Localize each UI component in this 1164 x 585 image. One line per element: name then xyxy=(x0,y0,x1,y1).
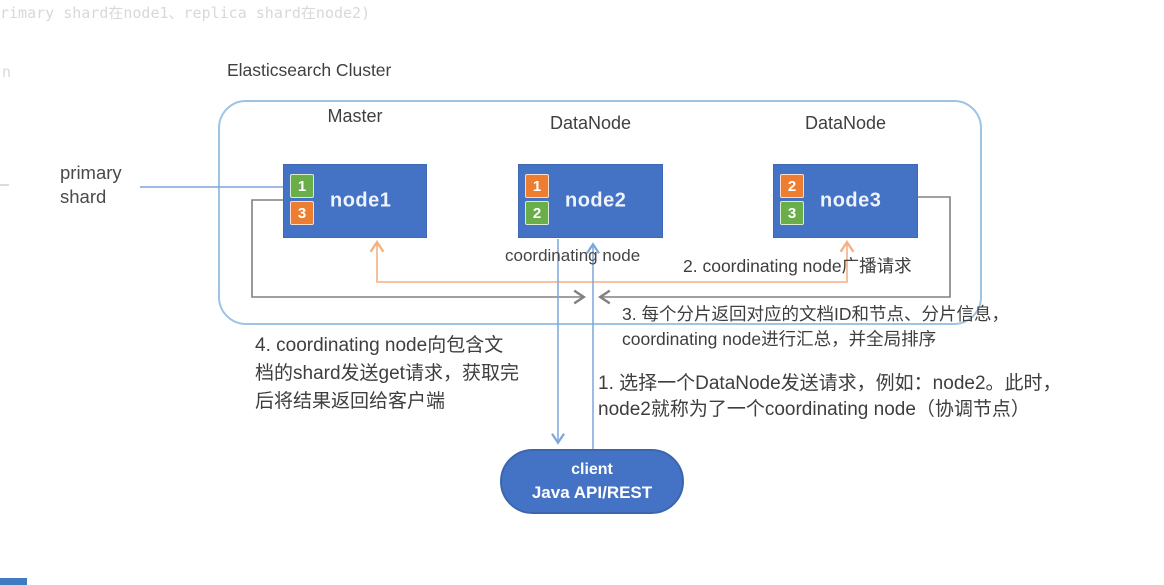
faded-dash-fragment xyxy=(0,184,9,186)
step-1-line2: node2就称为了一个coordinating node（协调节点） xyxy=(598,399,1030,420)
role-label-datanode-2: DataNode xyxy=(549,113,632,133)
step-2-annotation: 2. coordinating node广播请求 xyxy=(683,256,912,276)
step-3-annotation: 3. 每个分片返回对应的文档ID和节点、分片信息， coordinating n… xyxy=(622,302,1009,352)
primary-shard-line1: primary xyxy=(60,162,122,183)
shard-badge: 2 xyxy=(525,201,549,225)
shard-badge: 3 xyxy=(290,201,314,225)
faded-text-fragment: n xyxy=(2,63,12,81)
step-1-annotation: 1. 选择一个DataNode发送请求，例如：node2。此时， node2就称… xyxy=(598,371,1062,423)
node-name: node2 xyxy=(565,189,627,212)
node-name: node1 xyxy=(330,189,392,212)
role-label-datanode-3: DataNode xyxy=(804,113,887,133)
step-3-line2: coordinating node进行汇总，并全局排序 xyxy=(622,329,937,349)
step-4-annotation: 4. coordinating node向包含文 档的shard发送get请求，… xyxy=(255,332,519,416)
client-node: client Java API/REST xyxy=(500,449,684,514)
step-4-line2: 档的shard发送get请求，获取完 xyxy=(255,363,519,384)
shard-badge: 1 xyxy=(290,174,314,198)
step-1-line1: 1. 选择一个DataNode发送请求，例如：node2。此时， xyxy=(598,373,1062,394)
coordinating-node-label: coordinating node xyxy=(505,246,641,265)
client-label: client xyxy=(571,461,613,478)
node-box-node2: 1 2 node2 xyxy=(518,164,663,238)
step-4-line3: 后将结果返回给客户端 xyxy=(255,391,446,412)
node-name: node3 xyxy=(820,189,882,212)
cluster-boundary xyxy=(218,100,982,325)
node-box-node3: 2 3 node3 xyxy=(773,164,918,238)
shard-badge: 3 xyxy=(780,201,804,225)
client-api-label: Java API/REST xyxy=(531,483,653,502)
bottom-left-residue-bar xyxy=(0,578,27,585)
node-box-node1: 1 3 node1 xyxy=(283,164,427,238)
role-label-master: Master xyxy=(327,106,383,126)
shard-badge: 2 xyxy=(780,174,804,198)
primary-shard-line2: shard xyxy=(60,186,107,207)
cluster-title: Elasticsearch Cluster xyxy=(227,60,392,80)
step-3-line1: 3. 每个分片返回对应的文档ID和节点、分片信息， xyxy=(622,304,1009,324)
faded-previous-slide-text: rimary shard在node1、replica shard在node2) xyxy=(0,4,371,22)
shard-badge: 1 xyxy=(525,174,549,198)
step-4-line1: 4. coordinating node向包含文 xyxy=(255,335,504,356)
primary-shard-label: primary shard xyxy=(60,161,122,209)
